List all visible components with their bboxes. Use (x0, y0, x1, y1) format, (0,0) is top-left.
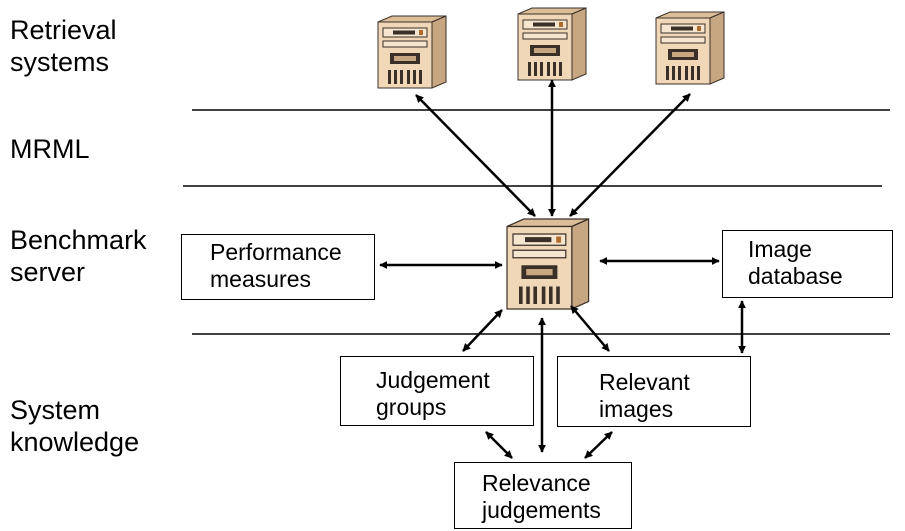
performance-measures-box: Performance measures (181, 234, 375, 300)
arrow-retrieval3-benchmark (569, 93, 691, 217)
relevant-images-box: Relevant images (557, 356, 751, 427)
arrow-relevantimages-relevancejudgements (584, 431, 613, 459)
server-tower-icon (377, 15, 447, 89)
image-database-box: Image database (722, 230, 893, 298)
arrow-judgementgroups-relevancejudgements (485, 431, 513, 459)
benchmark-server-icon (506, 218, 590, 310)
arrow-benchmark-judgementgroups (462, 309, 503, 352)
layer-label-system-knowledge: System knowledge (10, 395, 140, 457)
layer-label-mrml: MRML (10, 134, 90, 164)
arrow-retrieval1-benchmark (415, 94, 536, 217)
layer-label-retrieval-systems: Retrieval systems (10, 15, 117, 77)
layer-label-benchmark-server: Benchmark server (10, 225, 147, 287)
arrow-benchmark-relevantimages (570, 305, 610, 352)
server-tower-icon (517, 7, 587, 81)
relevance-judgements-box: Relevance judgements (454, 462, 632, 529)
judgement-groups-box: Judgement groups (340, 356, 534, 426)
server-tower-icon (655, 11, 725, 85)
